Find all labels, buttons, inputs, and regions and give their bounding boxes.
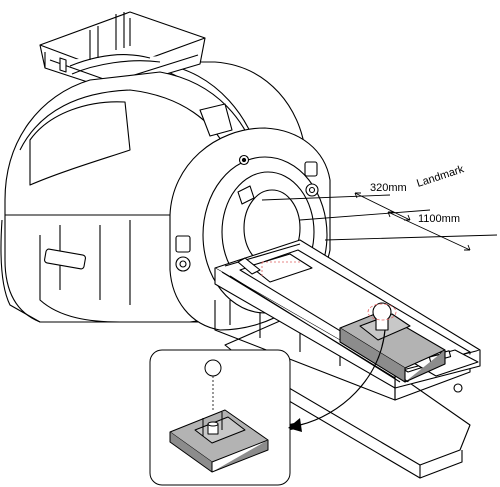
top-service-box: [39, 11, 206, 93]
pointer-arrow: [288, 329, 386, 432]
coil-platform: [339, 302, 446, 383]
dim-landmark-label: Landmark: [415, 163, 466, 190]
dim-1100mm-label: 1100mm: [418, 213, 460, 225]
inset-detail: [149, 349, 291, 486]
landmark-marker: [261, 261, 397, 321]
inset-circle-icon: [204, 359, 222, 377]
dimension-lines: [261, 192, 498, 251]
dim-320mm-label: 320mm: [370, 182, 407, 194]
